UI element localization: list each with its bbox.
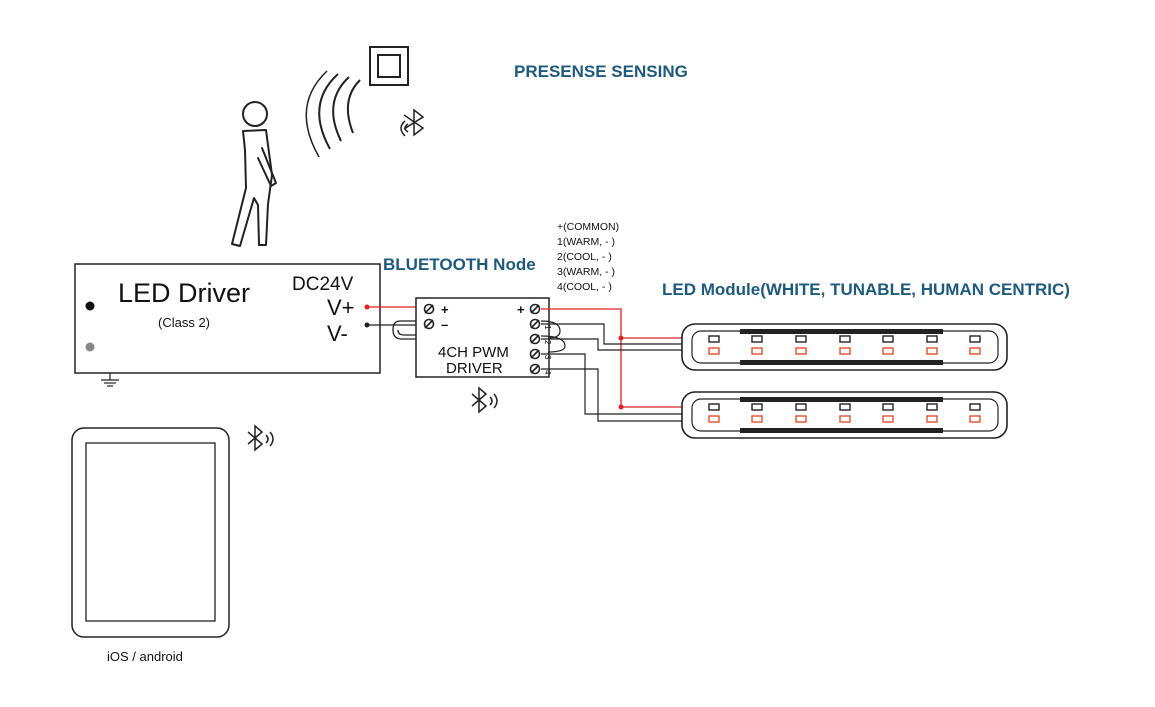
led-strip-2: [681, 391, 1008, 439]
led-chip-white: [926, 335, 938, 343]
bluetooth-node-heading: BLUETOOTH Node: [383, 255, 536, 274]
presence-sensor-icon: [305, 46, 409, 158]
led-chip-warm: [708, 347, 720, 355]
led-chip-warm: [751, 347, 763, 355]
led-chip-warm: [926, 415, 938, 423]
driver-output-wires: [364, 304, 420, 340]
led-chip-warm: [751, 415, 763, 423]
tablet-bluetooth-icon: [247, 424, 274, 452]
node-bluetooth-icon: [471, 386, 498, 414]
pwm-input-minus: –: [441, 317, 448, 332]
indicator-led: [85, 342, 95, 352]
pwm-channel-2: 2: [543, 340, 552, 345]
led-chip-white: [839, 403, 851, 411]
led-chip-white: [882, 335, 894, 343]
led-chip-warm: [882, 415, 894, 423]
tablet-screen: [85, 442, 216, 622]
pwm-channel-4: 4: [543, 370, 552, 375]
legend-common: +(COMMON): [557, 221, 619, 233]
indicator-dot: [85, 301, 95, 311]
sensor-bluetooth-icon: [400, 108, 425, 137]
led-chip-white: [708, 335, 720, 343]
legend-ch1: 1(WARM, - ): [557, 236, 615, 248]
led-chip-warm: [969, 347, 981, 355]
vplus-terminal-label: V+: [327, 295, 355, 320]
pwm-terminals: [423, 303, 541, 375]
led-strip-1: [681, 323, 1008, 371]
led-chip-white: [839, 335, 851, 343]
led-chip-white: [708, 403, 720, 411]
led-chip-warm: [708, 415, 720, 423]
pwm-channel-3: 3: [543, 355, 552, 360]
led-chip-white: [882, 403, 894, 411]
vminus-terminal-label: V-: [327, 321, 348, 346]
legend-ch2: 2(COOL, - ): [557, 251, 612, 263]
led-chip-warm: [795, 415, 807, 423]
led-driver-box: [74, 263, 381, 374]
led-chip-white: [969, 335, 981, 343]
led-output-wires: [540, 308, 700, 422]
led-driver-title: LED Driver: [118, 278, 250, 308]
pwm-driver-label-2: DRIVER: [446, 360, 503, 377]
led-driver-voltage: DC24V: [292, 274, 354, 295]
led-chip-white: [926, 403, 938, 411]
ground-icon: [101, 373, 119, 387]
legend-ch4: 4(COOL, - ): [557, 281, 612, 293]
led-chip-white: [969, 403, 981, 411]
led-chip-warm: [969, 415, 981, 423]
led-module-heading: LED Module(WHITE, TUNABLE, HUMAN CENTRIC…: [662, 280, 1070, 299]
led-chip-warm: [839, 347, 851, 355]
led-chip-white: [751, 335, 763, 343]
pwm-input-plus: +: [441, 302, 449, 317]
presence-sensing-heading: PRESENSE SENSING: [514, 62, 688, 81]
pwm-output-plus: +: [517, 302, 525, 317]
pwm-driver-box: [415, 297, 550, 378]
walking-person-icon: [231, 101, 277, 247]
led-chip-white: [751, 403, 763, 411]
led-chip-warm: [882, 347, 894, 355]
legend-ch3: 3(WARM, - ): [557, 266, 615, 278]
led-chip-warm: [926, 347, 938, 355]
pwm-channel-1: 1: [543, 325, 552, 330]
led-chip-white: [795, 403, 807, 411]
tablet-label: iOS / android: [107, 649, 183, 664]
led-chip-warm: [795, 347, 807, 355]
led-chip-warm: [839, 415, 851, 423]
led-driver-class: (Class 2): [158, 315, 210, 330]
channel-legend: +(COMMON) 1(WARM, - ) 2(COOL, - ) 3(WARM…: [557, 221, 619, 293]
tablet-device: [71, 427, 230, 638]
pwm-driver-label-1: 4CH PWM: [438, 344, 509, 361]
led-chip-white: [795, 335, 807, 343]
